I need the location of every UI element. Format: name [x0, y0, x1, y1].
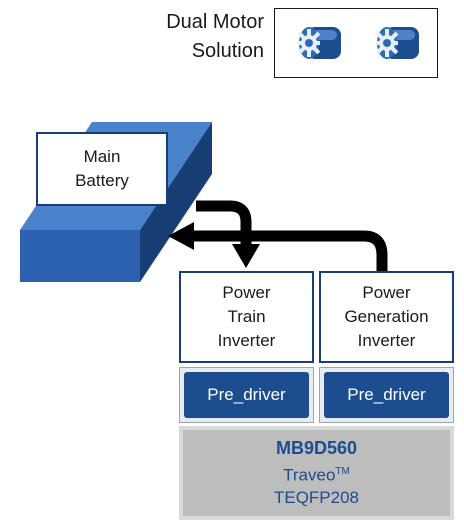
- power-train-line2: Train: [227, 307, 266, 326]
- power-train-line3: Inverter: [217, 331, 276, 350]
- power-train-arrowhead: [232, 244, 260, 268]
- power-train-arrow: [196, 200, 252, 246]
- power-train-inverter-box: Power Train Inverter: [179, 271, 314, 363]
- power-generation-arrowhead: [168, 222, 194, 250]
- battery-front-face: [20, 230, 140, 282]
- mcu-box: MB9D560 TraveoTM TEQFP208: [179, 426, 454, 520]
- power-generation-line3: Inverter: [357, 331, 416, 350]
- mcu-package: TEQFP208: [273, 488, 360, 508]
- main-battery-line1: Main: [83, 147, 121, 166]
- pre-driver-right: Pre_driver: [319, 367, 454, 423]
- main-battery-box: Main Battery: [36, 132, 168, 206]
- mcu-series: TraveoTM: [283, 460, 350, 487]
- motor-icon: [375, 27, 419, 59]
- power-train-line1: Power: [222, 283, 271, 302]
- power-generation-arrow: [190, 230, 388, 271]
- pre-driver-left: Pre_driver: [179, 367, 314, 423]
- battery-side-face: [140, 122, 212, 282]
- pre-driver-left-label: Pre_driver: [184, 372, 309, 418]
- pre-driver-right-label: Pre_driver: [324, 372, 449, 418]
- dual-motor-label: Dual Motor Solution: [84, 8, 264, 66]
- power-generation-line2: Generation: [344, 307, 429, 326]
- dual-motor-label-line2: Solution: [191, 40, 264, 62]
- motor-icon: [297, 27, 341, 59]
- dual-motor-legend-box: [274, 8, 438, 78]
- main-battery-line2: Battery: [75, 171, 129, 190]
- power-generation-inverter-box: Power Generation Inverter: [319, 271, 454, 363]
- power-generation-line1: Power: [362, 283, 411, 302]
- mcu-series-name: Traveo: [283, 465, 336, 485]
- dual-motor-label-line1: Dual Motor: [166, 11, 264, 33]
- mcu-trademark: TM: [335, 465, 350, 477]
- mcu-name: MB9D560: [275, 437, 358, 458]
